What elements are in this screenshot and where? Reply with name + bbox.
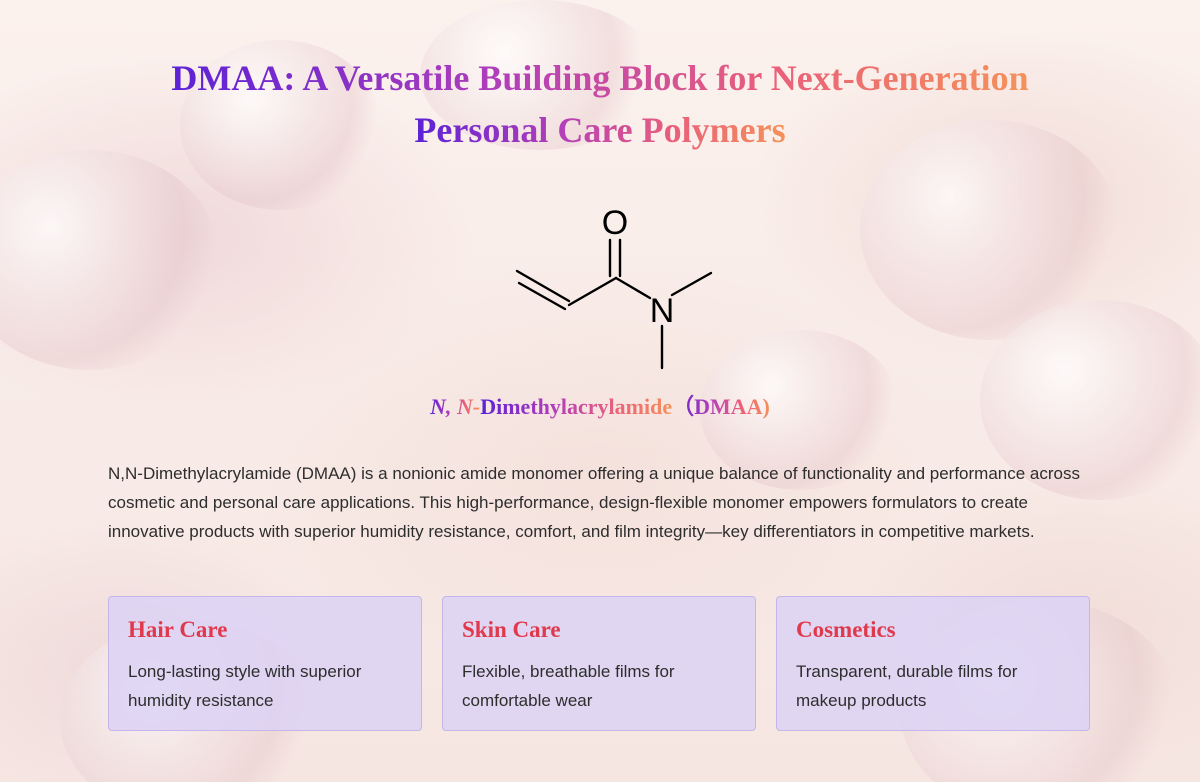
carbonyl-nitrogen-bond — [614, 276, 652, 300]
molecule-name: N, N-Dimethylacrylamide（DMAA) — [300, 392, 900, 422]
molecule-name-prefix: N, N- — [430, 394, 481, 419]
nitrogen-methyl-bond-right — [670, 271, 713, 297]
oxygen-atom-label: O — [602, 204, 628, 242]
card-skin-care: Skin Care Flexible, breathable films for… — [442, 596, 756, 731]
card-title: Skin Care — [462, 617, 561, 642]
card-title: Cosmetics — [796, 617, 896, 642]
vinyl-double-bond-outer — [515, 269, 571, 303]
card-title: Hair Care — [128, 617, 228, 642]
card-text: Transparent, durable films for makeup pr… — [796, 662, 1018, 710]
card-hair-care: Hair Care Long-lasting style with superi… — [108, 596, 422, 731]
card-cosmetics: Cosmetics Transparent, durable films for… — [776, 596, 1090, 731]
title-line-1: DMAA: A Versatile Building Block for Nex… — [171, 58, 1029, 98]
nitrogen-atom-label: N — [650, 292, 675, 330]
molecule-name-main: Dimethylacrylamide — [480, 394, 673, 419]
page-title: DMAA: A Versatile Building Block for Nex… — [100, 52, 1100, 156]
title-line-2: Personal Care Polymers — [414, 110, 786, 150]
card-text: Flexible, breathable films for comfortab… — [462, 662, 675, 710]
dmaa-structure-diagram: O N — [515, 204, 713, 370]
molecule-name-abbrev: （DMAA) — [672, 394, 770, 419]
vinyl-double-bond-inner — [517, 281, 567, 311]
alkene-carbonyl-bond — [567, 276, 618, 307]
card-text: Long-lasting style with superior humidit… — [128, 662, 362, 710]
description-paragraph: N,N-Dimethylacrylamide (DMAA) is a nonio… — [108, 464, 1080, 541]
